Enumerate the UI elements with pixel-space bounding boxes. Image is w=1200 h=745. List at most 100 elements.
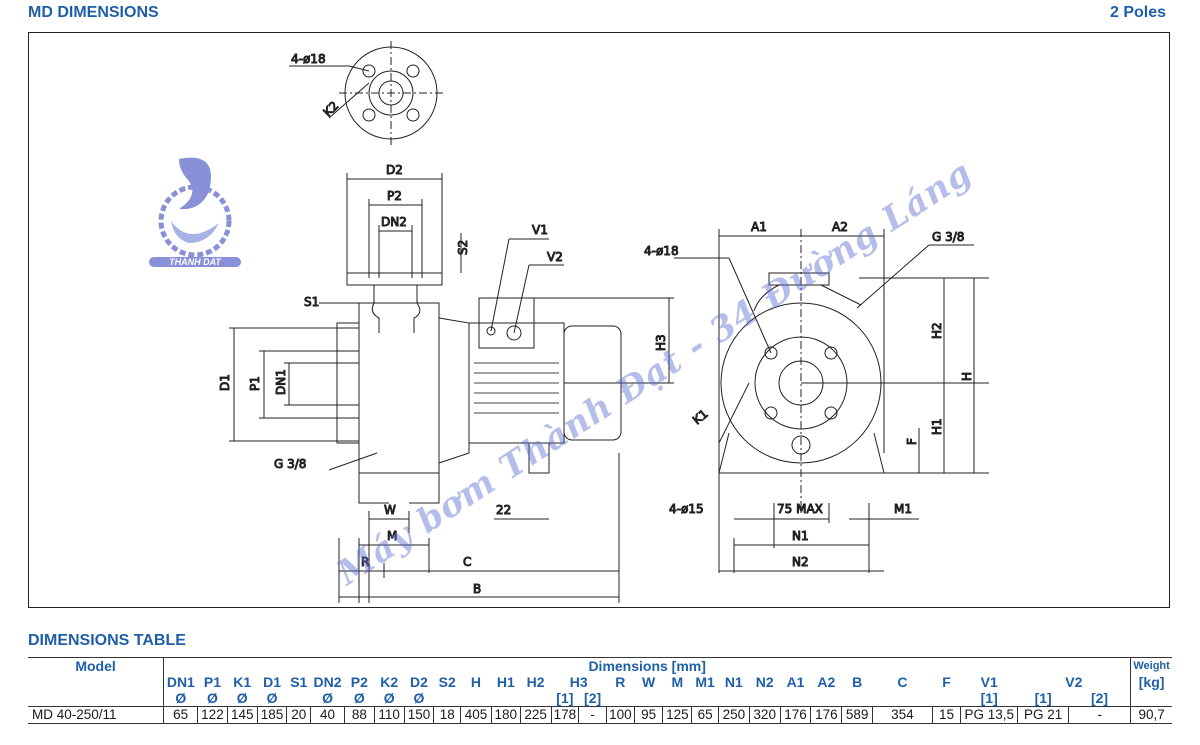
cell-a2: 176 bbox=[810, 706, 842, 724]
col-a1: A1 bbox=[786, 674, 805, 690]
label-v2: V2 bbox=[547, 250, 563, 264]
col-w: W bbox=[641, 674, 656, 690]
label-n1: N1 bbox=[792, 529, 809, 543]
label-k1: K1 bbox=[690, 407, 711, 428]
col-k1: K1 bbox=[233, 674, 252, 690]
company-logo: THANH DAT bbox=[149, 151, 241, 279]
col-h: H bbox=[470, 674, 482, 690]
label-a1: A1 bbox=[751, 220, 767, 234]
col-k2: K2 bbox=[380, 674, 399, 690]
cell-b: 589 bbox=[841, 706, 873, 724]
dia-mark-dn2: Ø bbox=[322, 690, 333, 706]
col-c: C bbox=[897, 674, 908, 690]
col-n1: N1 bbox=[724, 674, 743, 690]
dia-mark-d2: Ø bbox=[413, 690, 425, 706]
side-view bbox=[229, 173, 674, 603]
cell-h3-1: 178 bbox=[550, 706, 579, 724]
cell-r: 100 bbox=[605, 706, 635, 724]
v2-sub-1: [1] bbox=[1034, 690, 1052, 706]
col-h3: H3 bbox=[569, 674, 588, 690]
label-d1: D1 bbox=[218, 374, 232, 391]
dia-mark-dn1: Ø bbox=[175, 690, 187, 706]
label-h1: H1 bbox=[930, 418, 944, 435]
cell-v2-1: PG 21 bbox=[1016, 706, 1069, 724]
cell-d1: 185 bbox=[256, 706, 287, 724]
label-m1: M1 bbox=[894, 502, 912, 516]
v2-sub-2: [2] bbox=[1090, 690, 1109, 706]
label-a2: A2 bbox=[832, 220, 848, 234]
col-m: M bbox=[671, 674, 684, 690]
col-h2: H2 bbox=[526, 674, 545, 690]
label-n2: N2 bbox=[792, 555, 809, 569]
label-22: 22 bbox=[496, 503, 511, 517]
cell-h2: 225 bbox=[519, 706, 551, 724]
label-m: M bbox=[387, 529, 397, 543]
label-p1: P1 bbox=[248, 376, 262, 391]
label-v1: V1 bbox=[532, 223, 548, 237]
label-h3: H3 bbox=[654, 334, 668, 351]
col-dn2: DN2 bbox=[313, 674, 342, 690]
cell-model: MD 40-250/11 bbox=[28, 706, 165, 724]
label-h2: H2 bbox=[930, 322, 944, 339]
cell-n2: 320 bbox=[748, 706, 781, 724]
cell-h1: 180 bbox=[490, 706, 521, 724]
model-header: Model bbox=[28, 657, 165, 674]
col-h1: H1 bbox=[496, 674, 515, 690]
dia-mark-p2: Ø bbox=[353, 690, 365, 706]
label-s1: S1 bbox=[304, 295, 319, 309]
label-g38-right: G 3/8 bbox=[932, 230, 964, 244]
cell-k2: 110 bbox=[373, 706, 405, 724]
dia-mark-k1: Ø bbox=[236, 690, 248, 706]
technical-drawing: 4-ø18 K2 bbox=[28, 32, 1170, 608]
section-title: MD DIMENSIONS bbox=[28, 4, 159, 21]
label-75-max: 75 MAX bbox=[777, 502, 823, 516]
col-dn1: DN1 bbox=[166, 674, 195, 690]
logo-text: THANH DAT bbox=[149, 257, 241, 267]
col-v2: V2 bbox=[1065, 674, 1083, 690]
cell-p1: 122 bbox=[197, 706, 228, 724]
v1-sub-1: [1] bbox=[980, 690, 998, 706]
label-4-holes-18: 4-ø18 bbox=[291, 52, 326, 66]
dimensions-header: Dimensions [mm] bbox=[163, 657, 1131, 674]
cell-n1: 250 bbox=[717, 706, 750, 724]
table-row: MD 40-250/11 65 122 145 185 20 40 88 110… bbox=[28, 706, 1172, 724]
dia-mark-p1: Ø bbox=[207, 690, 218, 706]
cell-c: 354 bbox=[872, 706, 933, 724]
dia-mark-d1: Ø bbox=[266, 690, 278, 706]
col-p1: P1 bbox=[203, 674, 221, 690]
h3-sub-2: [2] bbox=[584, 690, 602, 706]
label-4-holes-18-front: 4-ø18 bbox=[644, 244, 679, 258]
pump-drawing-svg: 4-ø18 K2 bbox=[218, 41, 989, 603]
cell-h3-2: - bbox=[578, 706, 607, 724]
weight-unit: [kg] bbox=[1130, 674, 1172, 690]
label-h: H bbox=[960, 372, 974, 381]
col-r: R bbox=[615, 674, 626, 690]
cell-v1: PG 13,5 bbox=[960, 706, 1018, 724]
cell-k1: 145 bbox=[226, 706, 258, 724]
label-s2: S2 bbox=[456, 240, 470, 255]
label-f: F bbox=[905, 438, 919, 445]
table-title: DIMENSIONS TABLE bbox=[28, 632, 186, 649]
cell-a1: 176 bbox=[779, 706, 811, 724]
dia-mark-k2: Ø bbox=[383, 690, 395, 706]
col-d1: D1 bbox=[263, 674, 281, 690]
top-flange-view bbox=[289, 41, 443, 145]
cell-d2: 150 bbox=[403, 706, 434, 724]
cell-s2: 18 bbox=[433, 706, 461, 724]
col-f: F bbox=[942, 674, 951, 690]
col-d2: D2 bbox=[410, 674, 428, 690]
cell-v2-2: - bbox=[1068, 706, 1131, 724]
col-s1: S1 bbox=[290, 674, 308, 690]
label-r: R bbox=[361, 555, 369, 569]
col-a2: A2 bbox=[817, 674, 836, 690]
label-g38-left: G 3/8 bbox=[274, 457, 306, 471]
cell-p2: 88 bbox=[343, 706, 375, 724]
label-dn1: DN1 bbox=[274, 369, 288, 395]
h3-sub-1: [1] bbox=[556, 690, 574, 706]
weight-header: Weight bbox=[1130, 657, 1172, 674]
dimensions-table: Model Dimensions [mm] Weight DN1 P1 K1 D… bbox=[28, 657, 1172, 724]
col-p2: P2 bbox=[350, 674, 368, 690]
col-v1: V1 bbox=[980, 674, 998, 690]
label-k2: K2 bbox=[321, 99, 342, 120]
cell-m1: 65 bbox=[691, 706, 719, 724]
